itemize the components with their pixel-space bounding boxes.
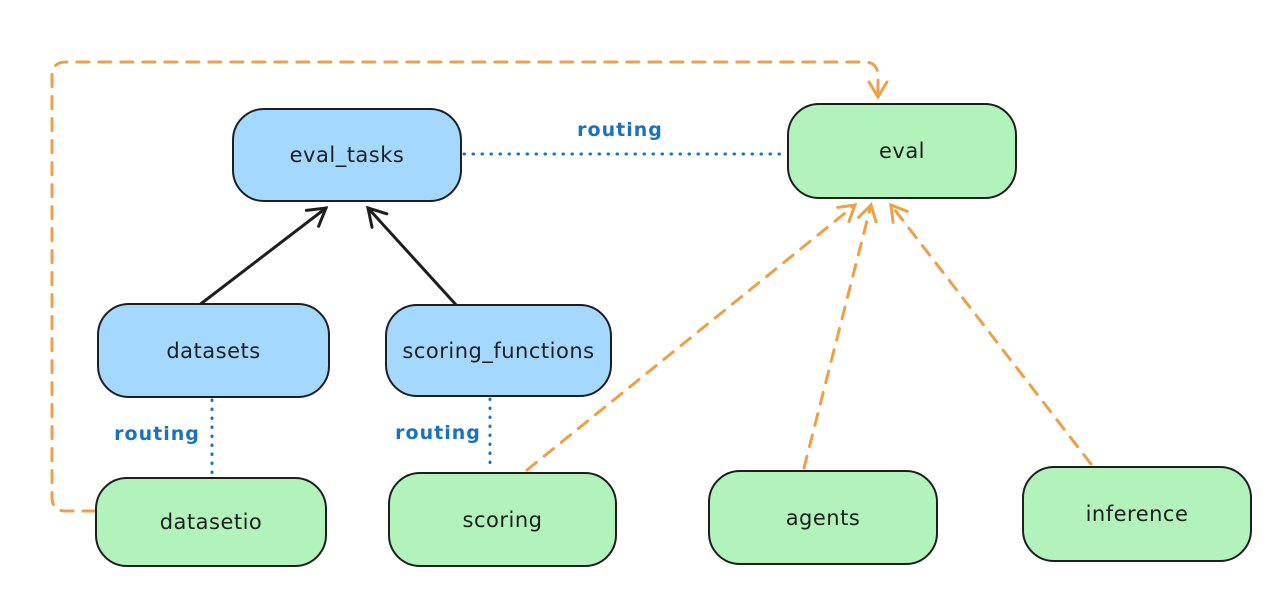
edge-scoring-to-eval	[525, 203, 858, 472]
edge-label-routing-scoring-functions-scoring: routing	[395, 422, 481, 444]
node-label: eval_tasks	[289, 143, 405, 167]
edge-datasetio-to-eval	[50, 60, 889, 513]
node-inference: inference	[1022, 466, 1252, 562]
node-label: scoring_functions	[402, 338, 595, 363]
edge-scoring-functions-to-eval-tasks	[366, 205, 460, 309]
node-label: inference	[1085, 502, 1189, 526]
node-label: eval	[878, 139, 926, 163]
node-scoring-functions: scoring_functions	[385, 304, 612, 397]
node-eval: eval	[787, 103, 1017, 199]
edge-label-routing-datasets-datasetio: routing	[114, 423, 200, 445]
node-eval-tasks: eval_tasks	[232, 108, 462, 202]
node-scoring: scoring	[388, 472, 617, 567]
edge-datasets-to-eval-tasks	[196, 206, 329, 308]
node-label: datasets	[166, 338, 261, 363]
edge-agents-to-eval	[802, 202, 878, 470]
node-datasets: datasets	[97, 303, 330, 398]
node-agents: agents	[708, 470, 938, 565]
node-label: agents	[785, 505, 861, 530]
edge-inference-to-eval	[889, 202, 1093, 466]
node-label: scoring	[462, 507, 543, 532]
edge-label-routing-eval-tasks-eval: routing	[577, 119, 663, 141]
node-label: datasetio	[159, 510, 263, 534]
node-datasetio: datasetio	[95, 477, 327, 567]
